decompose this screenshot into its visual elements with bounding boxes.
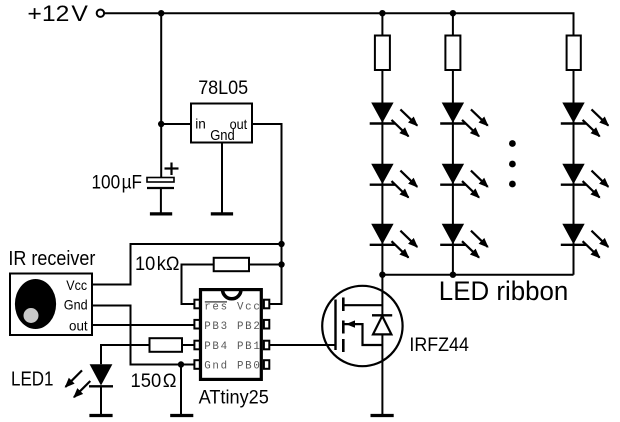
svg-text:out: out [69, 318, 88, 334]
svg-text:Gnd: Gnd [210, 128, 235, 144]
svg-text:in: in [195, 115, 206, 131]
svg-text:150 Ω: 150 Ω [131, 370, 177, 392]
svg-text:Vcc: Vcc [66, 277, 87, 293]
svg-text:Gnd PB0: Gnd PB0 [204, 361, 261, 373]
svg-text:res Vcc: res Vcc [204, 301, 261, 313]
svg-text:Gnd: Gnd [64, 296, 88, 312]
svg-text:PB4 PB1: PB4 PB1 [204, 341, 261, 353]
svg-text:ATtiny25: ATtiny25 [199, 387, 269, 409]
svg-text:out: out [230, 116, 248, 132]
svg-text:100 µF: 100 µF [92, 173, 143, 194]
svg-text:PB3 PB2: PB3 PB2 [204, 321, 261, 333]
svg-text:IRFZ44: IRFZ44 [409, 334, 469, 356]
svg-text:10 kΩ: 10 kΩ [135, 253, 180, 275]
svg-text:+12 V: +12 V [27, 1, 88, 26]
svg-text:LED ribbon: LED ribbon [439, 276, 569, 306]
svg-text:78L05: 78L05 [198, 77, 248, 99]
svg-text:IR receiver: IR receiver [8, 247, 95, 270]
svg-text:LED1: LED1 [11, 369, 54, 391]
